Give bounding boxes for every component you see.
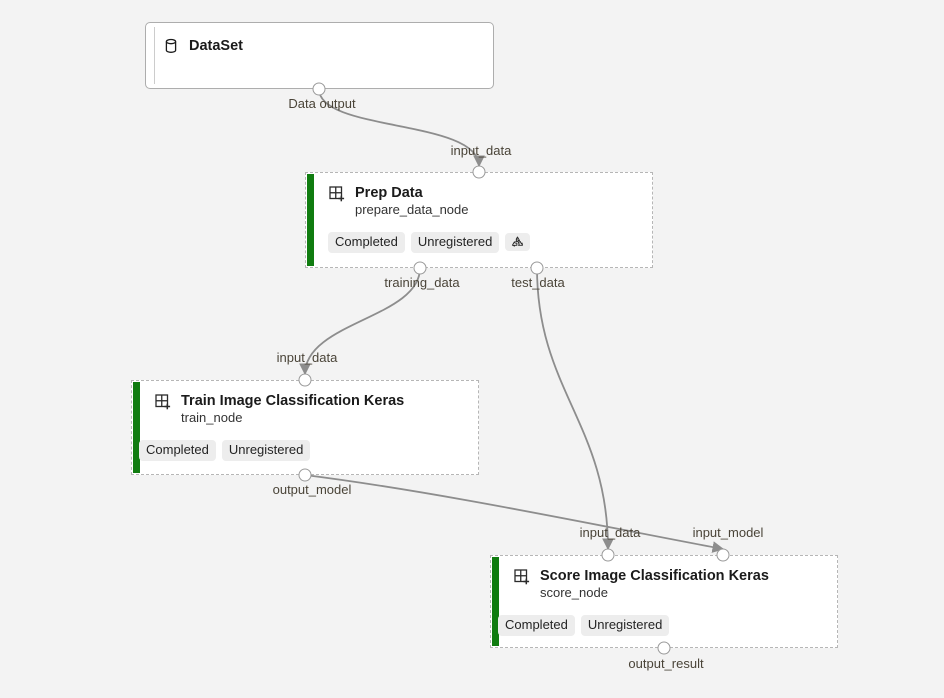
port-label-train_out_model: output_model xyxy=(272,482,352,497)
port-score_in_model[interactable] xyxy=(716,548,730,562)
port-label-prep_in: input_data xyxy=(450,143,512,158)
grid-plus-icon xyxy=(514,569,530,585)
node-score-image-classification-keras[interactable]: Score Image Classification Keras score_n… xyxy=(490,555,838,648)
port-label-dataset_out: Data output xyxy=(288,96,356,111)
port-train_in[interactable] xyxy=(298,373,312,387)
node-subtitle: score_node xyxy=(540,585,608,601)
status-badge-registration: Unregistered xyxy=(580,614,670,637)
port-prep_in[interactable] xyxy=(472,165,486,179)
database-cylinder-icon xyxy=(165,38,177,53)
edge-train_out_model-to-score_in_model[interactable] xyxy=(304,474,725,553)
edge-prep_out_test-to-score_in_data[interactable] xyxy=(536,267,614,551)
reuse-badge[interactable] xyxy=(505,233,531,252)
port-label-score_out_result: output_result xyxy=(628,656,704,671)
node-title: Score Image Classification Keras xyxy=(540,568,769,584)
node-title: Prep Data xyxy=(355,185,423,201)
port-label-train_in: input_data xyxy=(276,350,338,365)
status-badge-completed: Completed xyxy=(139,439,216,462)
port-label-score_in_data: input_data xyxy=(579,525,641,540)
port-label-prep_out_test: test_data xyxy=(511,275,565,290)
grid-plus-icon xyxy=(155,394,171,410)
port-prep_out_training[interactable] xyxy=(413,261,427,275)
port-score_in_data[interactable] xyxy=(601,548,615,562)
node-train-image-classification-keras[interactable]: Train Image Classification Keras train_n… xyxy=(131,380,479,475)
node-subtitle: train_node xyxy=(181,410,243,426)
port-label-prep_out_training: training_data xyxy=(384,275,460,290)
status-accent-bar xyxy=(492,557,499,646)
node-divider xyxy=(154,27,155,84)
port-train_out_model[interactable] xyxy=(298,468,312,482)
node-title: Train Image Classification Keras xyxy=(181,393,405,409)
recycle-reuse-icon xyxy=(512,236,524,247)
status-badge-registration: Unregistered xyxy=(221,439,311,462)
port-score_out_result[interactable] xyxy=(657,641,671,655)
port-dataset_out[interactable] xyxy=(312,82,326,96)
status-accent-bar xyxy=(133,382,140,473)
node-subtitle: prepare_data_node xyxy=(355,202,469,218)
node-dataset[interactable]: DataSet xyxy=(145,22,494,89)
node-prep-data[interactable]: Prep Data prepare_data_node Completed Un… xyxy=(305,172,653,268)
port-prep_out_test[interactable] xyxy=(530,261,544,275)
grid-plus-icon xyxy=(329,186,345,202)
status-badge-registration: Unregistered xyxy=(410,231,500,254)
status-badge-completed: Completed xyxy=(328,231,405,254)
node-title: DataSet xyxy=(189,38,243,54)
status-accent-bar xyxy=(307,174,314,266)
port-label-score_in_model: input_model xyxy=(692,525,764,540)
status-badge-completed: Completed xyxy=(498,614,575,637)
